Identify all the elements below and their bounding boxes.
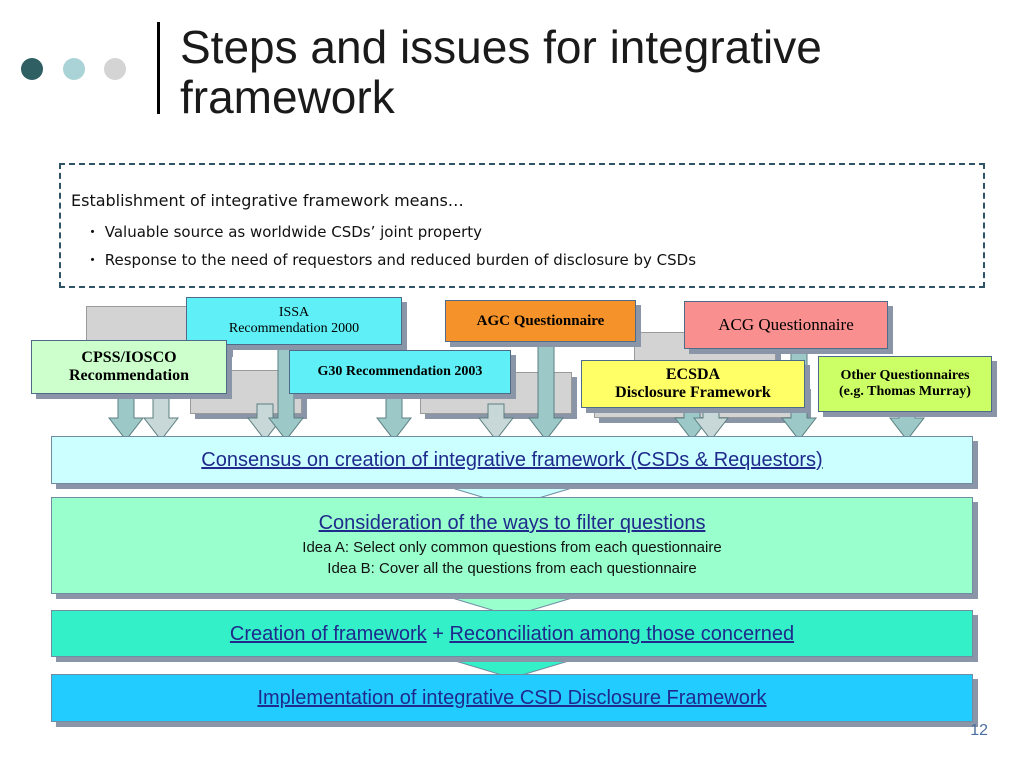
decorative-dot-mid <box>63 58 85 80</box>
cpss-box: CPSS/IOSCO Recommendation <box>31 340 227 394</box>
page-number: 12 <box>970 722 988 739</box>
decorative-dot-dark <box>21 58 43 80</box>
agc-label: AGC Questionnaire <box>476 312 605 329</box>
issa-label-line1: ISSA <box>278 305 310 320</box>
creation-label: Creation of framework <box>229 623 427 645</box>
implementation-band: Implementation of integrative CSD Disclo… <box>51 674 973 722</box>
consideration-title: Consideration of the ways to filter ques… <box>318 512 706 534</box>
intro-box: Establishment of integrative framework m… <box>59 163 985 288</box>
idea-a-text: Idea A: Select only common questions fro… <box>302 539 722 556</box>
issa-label-line2: Recommendation 2000 <box>228 321 360 336</box>
slide-title: Steps and issues for integrative framewo… <box>180 22 980 122</box>
agc-box: AGC Questionnaire <box>445 300 636 342</box>
other-questionnaires-box: Other Questionnaires (e.g. Thomas Murray… <box>818 356 992 412</box>
issa-box: ISSA Recommendation 2000 <box>186 297 402 345</box>
slide-title-line1: Steps and issues for integrative <box>180 21 822 73</box>
other-label-line2: (e.g. Thomas Murray) <box>839 384 971 399</box>
plus-sign: + <box>426 623 450 645</box>
ecsda-label-line1: ECSDA <box>665 366 721 383</box>
arrow-ghost-2 <box>246 403 284 441</box>
cpss-label-line2: Recommendation <box>69 367 189 384</box>
creation-band: Creation of framework + Reconciliation a… <box>51 610 973 657</box>
reconciliation-label: Reconciliation among those concerned <box>449 623 795 645</box>
consideration-band: Consideration of the ways to filter ques… <box>51 497 973 594</box>
acg-label: ACG Questionnaire <box>718 315 854 334</box>
consensus-band: Consensus on creation of integrative fra… <box>51 436 973 484</box>
title-divider <box>157 22 160 114</box>
decorative-dot-light <box>104 58 126 80</box>
g30-label: G30 Recommendation 2003 <box>317 364 483 379</box>
implementation-label: Implementation of integrative CSD Disclo… <box>257 687 767 709</box>
arrow-ghost-4 <box>692 405 730 441</box>
other-label-line1: Other Questionnaires <box>840 368 970 383</box>
acg-box: ACG Questionnaire <box>684 301 888 349</box>
arrow-cpss <box>107 391 145 441</box>
ecsda-label-line2: Disclosure Framework <box>615 384 771 401</box>
intro-heading: Establishment of integrative framework m… <box>71 191 464 210</box>
arrow-ghost-3 <box>477 403 515 441</box>
g30-box: G30 Recommendation 2003 <box>289 350 511 394</box>
ecsda-box: ECSDA Disclosure Framework <box>581 360 805 408</box>
intro-bullet-1: ・ Valuable source as worldwide CSDs’ joi… <box>85 223 482 241</box>
intro-bullet-2: ・ Response to the need of requestors and… <box>85 251 697 269</box>
arrow-g30 <box>375 387 413 441</box>
arrow-step-2 <box>451 593 573 617</box>
slide-title-line2: framework <box>180 71 395 123</box>
arrow-ecsda <box>673 405 711 441</box>
consensus-label: Consensus on creation of integrative fra… <box>201 449 823 471</box>
arrow-agc <box>527 337 565 441</box>
idea-b-text: Idea B: Cover all the questions from eac… <box>327 560 697 577</box>
cpss-label-line1: CPSS/IOSCO <box>81 349 177 366</box>
